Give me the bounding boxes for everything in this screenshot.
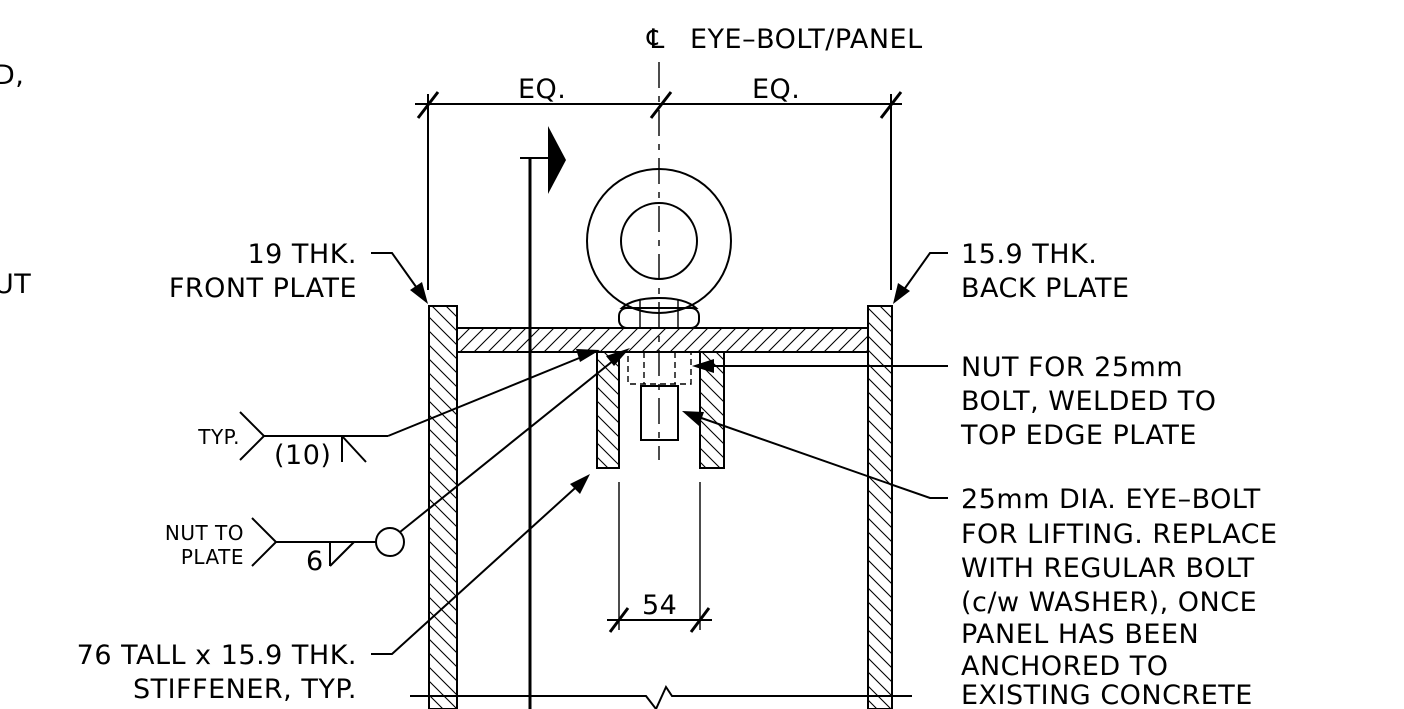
spacing-dimension bbox=[607, 482, 712, 633]
back-plate-label-line1: 15.9 THK. bbox=[961, 239, 1097, 270]
stiffener-label-line2: STIFFENER, TYP. bbox=[133, 674, 357, 705]
eye-bolt-label-line7: EXISTING CONCRETE bbox=[961, 680, 1253, 709]
eye-bolt-leader bbox=[682, 411, 948, 499]
back-plate-leader bbox=[893, 252, 948, 304]
nut-leader bbox=[692, 359, 948, 373]
eye-bolt bbox=[586, 168, 732, 441]
front-plate-leader bbox=[371, 252, 428, 304]
centerline-label: EYE–BOLT/PANEL bbox=[690, 24, 923, 55]
break-line bbox=[410, 684, 912, 709]
eq-left-label: EQ. bbox=[518, 74, 566, 105]
nut-label-line2: BOLT, WELDED TO bbox=[961, 386, 1217, 417]
eye-bolt-label-line3: WITH REGULAR BOLT bbox=[961, 553, 1255, 584]
weld-nut-to-plate-size: 6 bbox=[306, 546, 324, 577]
top-edge-plate bbox=[456, 327, 869, 353]
centerline: ℄ bbox=[646, 24, 665, 460]
stiffener-left bbox=[596, 351, 620, 469]
weld-typ-tail: TYP. bbox=[197, 425, 240, 449]
nut-label-line3: TOP EDGE PLATE bbox=[960, 420, 1197, 451]
eq-dimension bbox=[415, 91, 903, 290]
centerline-symbol: ℄ bbox=[646, 24, 665, 55]
spacing-dimension-label: 54 bbox=[642, 590, 677, 621]
back-plate-label-line2: BACK PLATE bbox=[961, 273, 1130, 304]
stiffener-label-line1: 76 TALL x 15.9 THK. bbox=[77, 640, 357, 671]
back-plate bbox=[867, 305, 893, 709]
weld-typ-size: (10) bbox=[274, 440, 331, 471]
nut-label-line1: NUT FOR 25mm bbox=[961, 352, 1183, 383]
eye-bolt-label-line4: (c/w WASHER), ONCE bbox=[961, 587, 1257, 618]
edge-fragment-2: UT bbox=[0, 269, 31, 300]
stiffener-leader bbox=[371, 474, 590, 655]
eq-right-label: EQ. bbox=[752, 74, 800, 105]
weld-symbol-nut-to-plate bbox=[251, 348, 630, 567]
section-cut-marker bbox=[520, 126, 566, 709]
edge-fragment-1: D, bbox=[0, 60, 24, 91]
weld-nut-to-plate-tail-line1: NUT TO bbox=[165, 521, 244, 545]
front-plate bbox=[428, 305, 458, 709]
front-plate-label-line2: FRONT PLATE bbox=[169, 273, 357, 304]
eye-bolt-label-line5: PANEL HAS BEEN bbox=[961, 619, 1199, 650]
eye-bolt-label-line1: 25mm DIA. EYE–BOLT bbox=[961, 484, 1261, 515]
eye-bolt-label-line6: ANCHORED TO bbox=[961, 651, 1169, 682]
weld-symbol-typ bbox=[239, 349, 600, 463]
front-plate-label-line1: 19 THK. bbox=[247, 239, 357, 270]
weld-nut-to-plate-tail-line2: PLATE bbox=[181, 545, 244, 569]
eye-bolt-label-line2: FOR LIFTING. REPLACE bbox=[961, 519, 1278, 550]
